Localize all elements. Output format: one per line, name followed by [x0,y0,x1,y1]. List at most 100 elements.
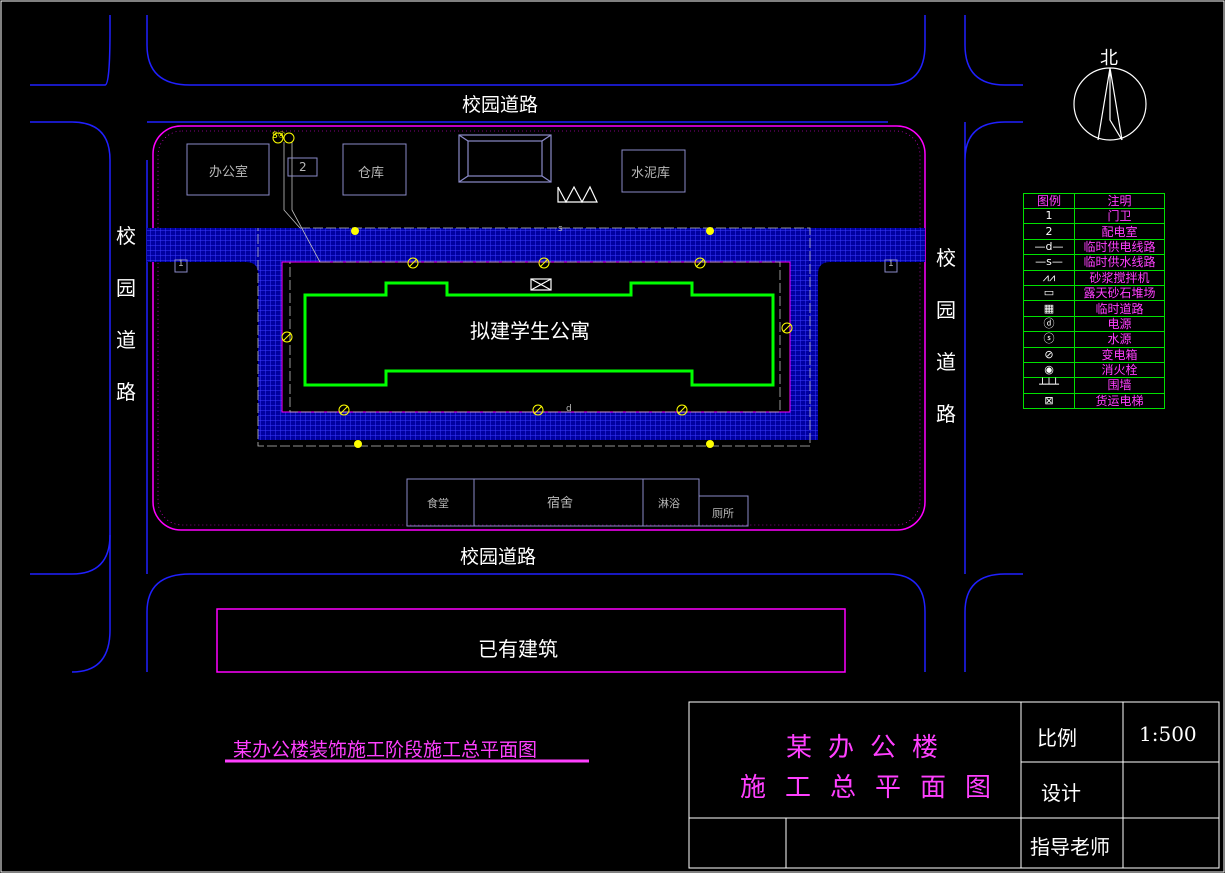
north-label: 北 [1100,48,1118,69]
transformer-box-icon [338,404,350,416]
legend-label: 水源 [1074,331,1165,348]
legend-label: 消火栓 [1074,361,1165,379]
dormitory-label: 宿舍 [547,496,574,511]
legend-row: ▭露天砂石堆场 [1023,284,1165,302]
road-label-right: 校园道路 [936,246,956,426]
office-building [186,143,270,196]
title-line-2: 施工总平面图 [740,773,1011,803]
legend-row: ◉消火栓 [1023,361,1165,379]
legend-symbol: ┴┴┴ [1023,377,1075,394]
title-block [688,701,1220,869]
legend-symbol: ⊠ [1023,392,1075,410]
site-wall [152,125,926,531]
toilet-building [698,495,749,527]
legend-header-symbol: 图例 [1023,193,1075,209]
proposed-building-outline [303,281,775,387]
legend-label: 配电室 [1074,223,1165,240]
office-label: 办公室 [209,165,249,180]
transformer-box-icon [281,331,293,343]
legend-label: 临时供水线路 [1074,254,1165,271]
distribution-room-number: 2 [299,160,307,174]
water-line-marker: s [558,224,563,234]
legend-symbol: ⓓ [1023,315,1075,333]
warehouse-label: 仓库 [358,166,385,181]
road-label-left: 校园道路 [116,224,136,404]
legend-symbol: ▦ [1023,300,1075,317]
legend-label: 门卫 [1074,207,1165,225]
legend-label: 临时道路 [1074,300,1165,317]
transformer-box-icon [781,322,793,334]
legend-symbol: ▭ [1023,284,1075,302]
legend-label: 砂浆搅拌机 [1074,269,1165,286]
legend-header-note: 注明 [1074,193,1165,209]
cement-store-label: 水泥库 [631,166,671,181]
mortar-mixer-icon [557,185,598,204]
legend-symbol: 1 [1023,207,1075,225]
transformer-box-icon [538,257,550,269]
power-line-marker: d [566,404,572,414]
legend-label: 露天砂石堆场 [1074,284,1165,302]
fire-hydrant-icon [354,440,362,448]
shower-label: 淋浴 [658,497,680,510]
gate-west-number: 1 [178,259,184,269]
legend-row: —d—临时供电线路 [1023,238,1165,256]
fire-hydrant-icon [706,227,714,235]
transformer-box-icon [407,257,419,269]
campus-roads [30,15,1023,673]
transformer-boxes [272,132,793,416]
transformer-box-icon [694,257,706,269]
design-label: 设计 [1041,781,1081,805]
canteen-label: 食堂 [427,497,449,510]
road-label-top: 校园道路 [462,94,539,116]
gate-east-number: 1 [888,259,894,269]
legend-label: 电源 [1074,315,1165,333]
road-label-bottom: 校园道路 [460,546,537,568]
temporary-roads [147,228,925,440]
source-symbols: S④ [272,131,286,141]
water-source-icon [272,132,284,144]
sand-gravel-yard [458,134,552,183]
legend-row: ⩘⩘砂浆搅拌机 [1023,269,1165,286]
gates [174,259,898,273]
gate-east [884,259,898,273]
fire-hydrant-icon [351,227,359,235]
legend-symbol: ⓢ [1023,331,1075,348]
legend-symbol: 2 [1023,223,1075,240]
existing-building [216,608,846,673]
fire-hydrant-icon [706,440,714,448]
warehouse-building [342,143,407,196]
toilet-label: 厕所 [712,507,734,520]
power-source-icon [283,132,295,144]
fire-hydrants [351,227,714,448]
transformer-box-icon [532,404,544,416]
legend-symbol: —d— [1023,238,1075,256]
legend-row: ▦临时道路 [1023,300,1165,317]
drawing-caption: 某办公楼装饰施工阶段施工总平面图 [233,739,538,761]
title-line-1: 某办公楼 [786,733,955,763]
temporary-buildings [186,143,749,527]
legend-symbol: ⩘⩘ [1023,269,1075,286]
advisor-label: 指导老师 [1030,835,1110,859]
freight-elevator-icon [530,278,552,291]
legend-symbol: —s— [1023,254,1075,271]
site-wall-ticks [157,130,921,526]
legend-label: 货运电梯 [1074,392,1165,410]
north-arrow-icon [1073,67,1147,141]
proposed-building-label: 拟建学生公寓 [470,319,590,343]
distribution-room [287,157,318,177]
gate-west [174,259,188,273]
legend-row: ⊘变电箱 [1023,346,1165,363]
legend-row: ⊠货运电梯 [1023,392,1165,410]
legend-symbol: ◉ [1023,361,1075,379]
transformer-box-icon [676,404,688,416]
legend-label: 临时供电线路 [1074,238,1165,256]
cement-store-building [621,149,686,193]
scale-value: 1:500 [1139,722,1197,746]
